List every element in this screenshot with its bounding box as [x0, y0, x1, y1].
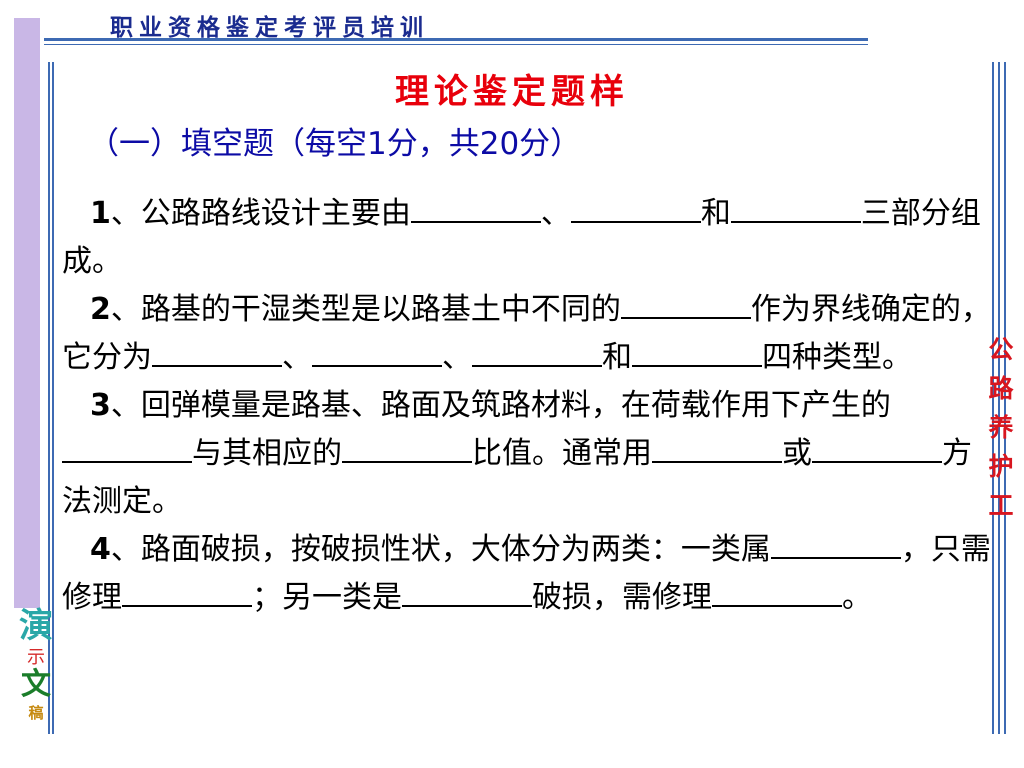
answer-blank	[632, 335, 762, 367]
question-text: 方法测定。	[62, 436, 972, 519]
left-decorative-bar	[14, 18, 40, 608]
right-rule	[998, 62, 1000, 734]
question-number: 3	[90, 388, 111, 423]
answer-blank	[730, 191, 861, 223]
question-text: 。	[842, 580, 872, 615]
section-heading: （一）填空题（每空1分，共20分）	[88, 126, 582, 162]
answer-blank	[652, 431, 782, 463]
right-rule	[1004, 62, 1006, 734]
side-label-text: 公路养护工	[988, 335, 1014, 520]
answer-blank	[410, 191, 541, 223]
question-number: 2	[90, 292, 111, 327]
question-text: 、	[282, 340, 312, 375]
question-text: 、公路路线设计主要由	[110, 196, 411, 231]
answer-blank	[152, 335, 282, 367]
question-text: 、路面破损，按破损性状，大体分为两类：一类属	[110, 532, 771, 567]
question-text: 三部分组成。	[62, 196, 981, 279]
question-4: 4、路面破损，按破损性状，大体分为两类：一类属，只需修理；另一类是 破损，需修理 。	[62, 526, 992, 622]
answer-blank	[712, 575, 842, 607]
top-rule-thin	[44, 44, 868, 45]
answer-blank	[620, 287, 751, 319]
question-2: 2、路基的干湿类型是以路基土中不同的作为界线确定的，它分为、 、 和 四种类型。	[62, 286, 992, 382]
side-left-char: 文	[21, 667, 51, 702]
answer-blank	[812, 431, 942, 463]
question-3: 3、回弹模量是路基、路面及筑路材料，在荷载作用下产生的与其相应的 比值。通常用 或方…	[62, 382, 992, 526]
side-left-char: 演	[19, 606, 53, 646]
question-text: 破损，需修理	[532, 580, 712, 615]
header-banner: 职业资格鉴定考评员培训	[110, 14, 429, 41]
answer-blank	[342, 431, 472, 463]
question-text: ；另一类是	[252, 580, 402, 615]
side-label-right: 公路养护工	[982, 330, 1020, 525]
question-text: ，只需修理	[62, 532, 991, 615]
question-number: 1	[90, 196, 111, 231]
question-number: 4	[90, 532, 111, 567]
question-text: 和	[700, 196, 731, 231]
question-1: 1、公路路线设计主要由 、 和三部分组成。	[62, 190, 992, 286]
slide-title: 理论鉴定题样	[395, 72, 629, 112]
side-left-char: 稿	[28, 704, 44, 722]
question-text: 和	[602, 340, 632, 375]
question-text: 、回弹模量是路基、路面及筑路材料，在荷载作用下产生的	[110, 388, 891, 423]
side-left-char: 示	[27, 647, 45, 668]
side-label-left: 演 示 文 稿	[14, 604, 58, 724]
answer-blank	[402, 575, 532, 607]
question-text: 、	[540, 196, 571, 231]
answer-blank	[312, 335, 442, 367]
question-text: 、路基的干湿类型是以路基土中不同的	[110, 292, 621, 327]
answer-blank	[770, 527, 901, 559]
answer-blank	[62, 431, 192, 463]
question-list: 1、公路路线设计主要由、和三部分组成。 2、路基的干湿类型是以路基土中不同的作为…	[62, 190, 992, 622]
left-rule	[48, 62, 50, 734]
question-text: 比值。通常用	[472, 436, 652, 471]
answer-blank	[570, 191, 701, 223]
left-rule-thin	[52, 62, 54, 734]
question-text: 作为界线确定的，它分为	[62, 292, 991, 375]
top-rule	[44, 38, 868, 41]
right-rule	[992, 62, 994, 734]
question-text: 或	[782, 436, 812, 471]
question-text: 、	[442, 340, 472, 375]
answer-blank	[472, 335, 602, 367]
answer-blank	[122, 575, 252, 607]
question-text: 四种类型。	[762, 340, 912, 375]
question-text: 与其相应的	[192, 436, 342, 471]
